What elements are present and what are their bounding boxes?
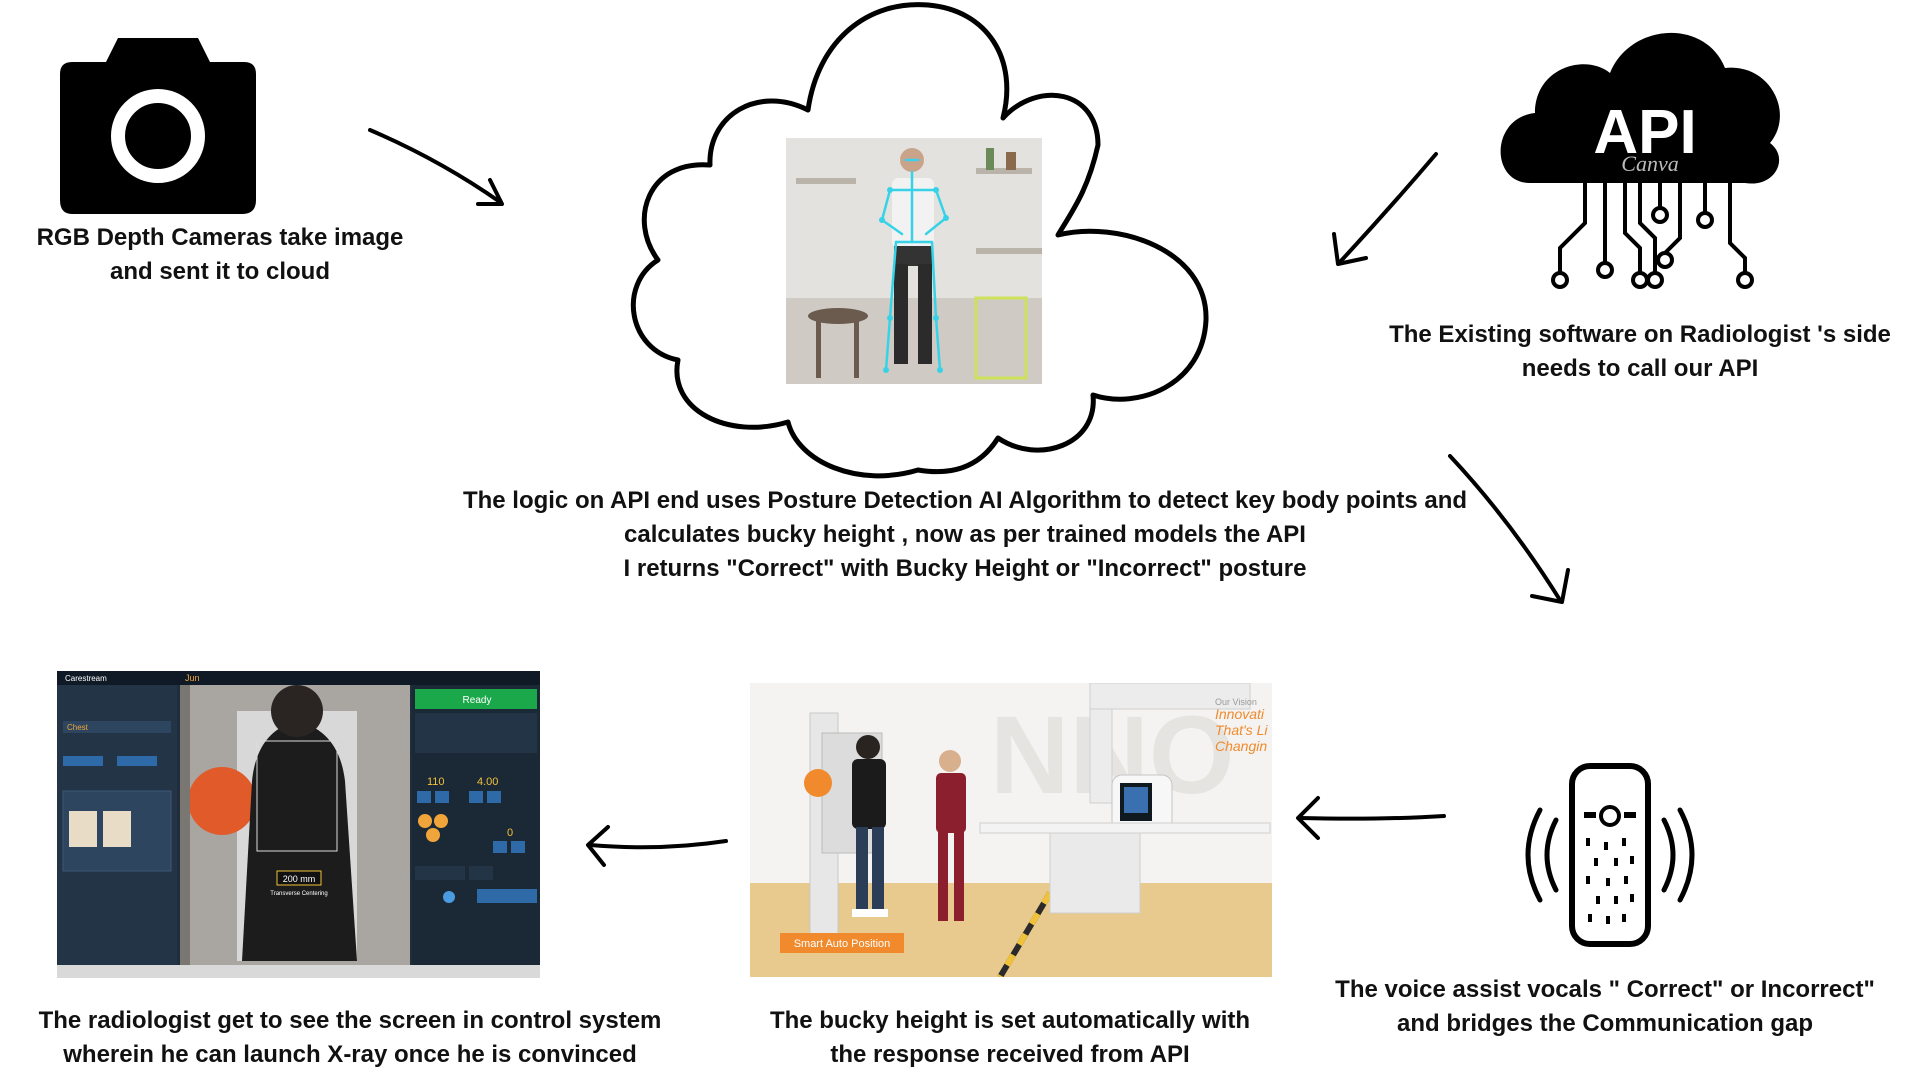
screen-measure: 200 mm xyxy=(283,874,316,884)
logic-caption: The logic on API end uses Posture Detect… xyxy=(440,484,1490,586)
radiologist-caption: The Existing software on Radiologist 's … xyxy=(1370,318,1910,386)
bucky-caption-line: The bucky height is set automatically wi… xyxy=(769,1007,1251,1034)
control-caption-line: wherein he can launch X-ray once he is c… xyxy=(63,1041,637,1068)
screen-kv: 110 xyxy=(427,776,445,788)
screen-zero: 0 xyxy=(507,827,513,839)
voice-caption: The voice assist vocals " Correct" or In… xyxy=(1300,973,1910,1041)
screen-patient-tab: Jun xyxy=(185,673,200,683)
camera-icon xyxy=(58,34,258,216)
bucky-badge: Smart Auto Position xyxy=(794,938,891,950)
control-caption-line: The radiologist get to see the screen in… xyxy=(38,1007,662,1034)
screen-measure-note: Transverse Centering xyxy=(270,891,327,897)
api-cloud-icon: API Canva xyxy=(1490,8,1790,308)
api-logo-text: API xyxy=(1593,98,1696,167)
posture-detection-image xyxy=(786,138,1042,384)
radiologist-caption-line: needs to call our API xyxy=(1521,355,1759,382)
logic-caption-line: The logic on API end uses Posture Detect… xyxy=(462,487,1468,514)
control-system-screenshot: Carestream Jun Chest 200 mm Transverse C… xyxy=(57,671,540,978)
bucky-caption-line: the response received from API xyxy=(830,1041,1190,1068)
bucky-slogan-line: Innovati xyxy=(1215,706,1265,722)
screen-region: Chest xyxy=(67,723,89,732)
bucky-slogan-line: Our Vision xyxy=(1215,697,1257,707)
api-logo-subtext: Canva xyxy=(1621,151,1678,176)
voice-caption-line: and bridges the Communication gap xyxy=(1396,1010,1814,1037)
radiologist-caption-line: The Existing software on Radiologist 's … xyxy=(1389,321,1891,348)
screen-brand: Carestream xyxy=(65,674,107,683)
logic-caption-line: calculates bucky height , now as per tra… xyxy=(624,521,1306,548)
bucky-slogan-line: That's Li xyxy=(1215,722,1268,738)
bucky-caption: The bucky height is set automatically wi… xyxy=(735,1004,1285,1072)
arrow-cloud-to-voice xyxy=(1440,450,1580,610)
camera-caption-line: and sent it to cloud xyxy=(110,258,330,285)
camera-caption: RGB Depth Cameras take image and sent it… xyxy=(20,221,420,289)
camera-caption-line: RGB Depth Cameras take image xyxy=(36,224,404,251)
bucky-slogan-line: Changin xyxy=(1215,738,1267,754)
bucky-room-photo: NNO Smart Auto Position Our Vision Innov… xyxy=(750,683,1272,977)
arrow-bucky-to-control xyxy=(580,815,730,875)
logic-caption-line: I returns "Correct" with Bucky Height or… xyxy=(623,555,1307,582)
arrow-voice-to-bucky xyxy=(1290,788,1450,848)
arrow-camera-to-cloud xyxy=(360,120,520,220)
voice-caption-line: The voice assist vocals " Correct" or In… xyxy=(1335,976,1875,1003)
arrow-api-to-cloud xyxy=(1320,148,1450,278)
screen-status: Ready xyxy=(463,695,492,706)
voice-assistant-icon xyxy=(1510,760,1710,950)
control-caption: The radiologist get to see the screen in… xyxy=(20,1004,680,1072)
screen-mas: 4.00 xyxy=(477,776,498,788)
